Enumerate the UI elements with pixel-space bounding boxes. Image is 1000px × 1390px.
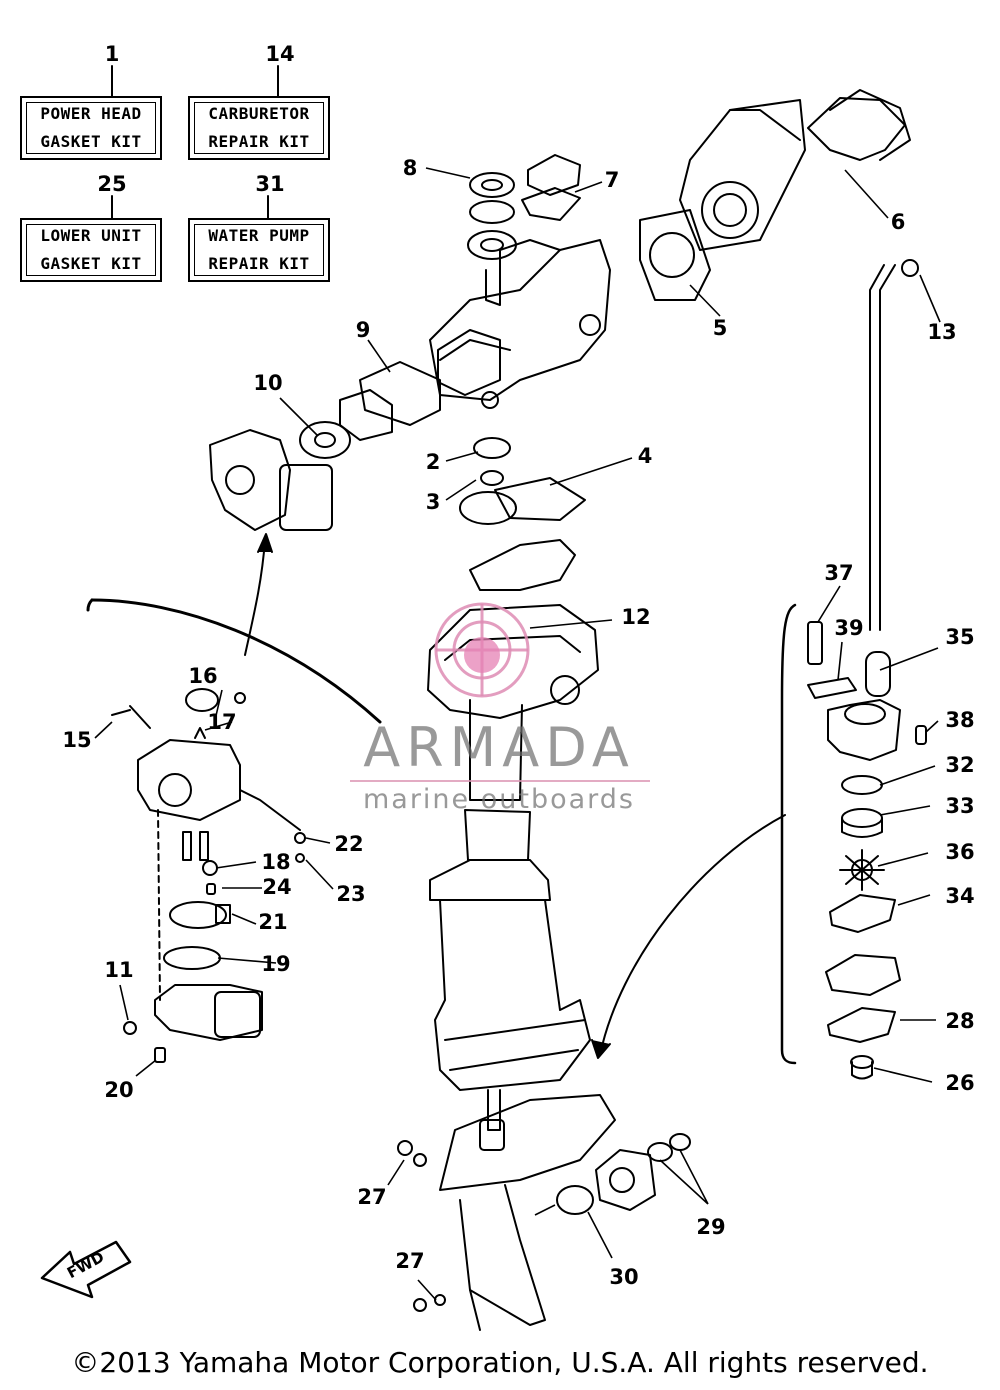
watermark-subtitle: marine outboards (362, 784, 635, 815)
kit-line1: WATER PUMP (208, 226, 310, 245)
callout-6: 6 (890, 210, 906, 234)
callout-30: 30 (609, 1265, 639, 1289)
callout-10: 10 (253, 371, 283, 395)
callout-16: 16 (188, 664, 218, 688)
callout-23: 23 (336, 882, 366, 906)
callout-29: 29 (696, 1215, 726, 1239)
crankcase-block (429, 239, 611, 409)
callout-12: 12 (621, 605, 651, 629)
kit-box-carburetor-repair: CARBURETOR REPAIR KIT (188, 96, 330, 160)
callout-22: 22 (334, 832, 364, 856)
copyright-notice: ©2013 Yamaha Motor Corporation, U.S.A. A… (71, 1346, 929, 1379)
callout-8: 8 (402, 156, 418, 180)
kit-line2: GASKET KIT (40, 132, 142, 151)
kit-line1: LOWER UNIT (40, 226, 142, 245)
callout-15: 15 (62, 728, 92, 752)
callout-21: 21 (258, 910, 288, 934)
callout-38: 38 (945, 708, 975, 732)
callout-13: 13 (927, 320, 957, 344)
cylinder-head (679, 99, 806, 251)
kit-box-power-head-gasket: POWER HEAD GASKET KIT (20, 96, 162, 160)
callout-39: 39 (834, 616, 864, 640)
kit-line1: POWER HEAD (40, 104, 142, 123)
callout-24: 24 (262, 875, 292, 899)
kit-number-water-pump: 31 (255, 172, 285, 196)
callout-3: 3 (425, 490, 441, 514)
kit-number-power-head: 1 (104, 42, 120, 66)
kit-box-lower-unit-gasket: LOWER UNIT GASKET KIT (20, 218, 162, 282)
callout-19: 19 (261, 952, 291, 976)
kit-line1: CARBURETOR (208, 104, 310, 123)
callout-9: 9 (355, 318, 371, 342)
callout-32: 32 (945, 753, 975, 777)
callout-27-lower: 27 (395, 1249, 425, 1273)
kit-line2: REPAIR KIT (208, 254, 310, 273)
kit-line2: REPAIR KIT (208, 132, 310, 151)
callout-33: 33 (945, 794, 975, 818)
callout-17: 17 (207, 710, 237, 734)
callout-26: 26 (945, 1071, 975, 1095)
callout-2: 2 (425, 450, 441, 474)
callout-27-upper: 27 (357, 1185, 387, 1209)
kit-number-carburetor: 14 (265, 42, 295, 66)
callout-4: 4 (637, 444, 653, 468)
kit-number-lower-unit: 25 (97, 172, 127, 196)
callout-34: 34 (945, 884, 975, 908)
callout-18: 18 (261, 850, 291, 874)
callout-35: 35 (945, 625, 975, 649)
callout-37: 37 (824, 561, 854, 585)
kit-line2: GASKET KIT (40, 254, 142, 273)
callout-28: 28 (945, 1009, 975, 1033)
callout-36: 36 (945, 840, 975, 864)
callout-5: 5 (712, 316, 728, 340)
kit-box-water-pump-repair: WATER PUMP REPAIR KIT (188, 218, 330, 282)
watermark-title: ARMADA (363, 716, 635, 779)
upper-casing (427, 539, 599, 1091)
lower-unit (439, 1089, 616, 1331)
callout-7: 7 (604, 168, 620, 192)
fwd-arrow-outline (40, 1240, 132, 1299)
callout-20: 20 (104, 1078, 134, 1102)
watermark-divider (350, 780, 650, 782)
callout-11: 11 (104, 958, 134, 982)
